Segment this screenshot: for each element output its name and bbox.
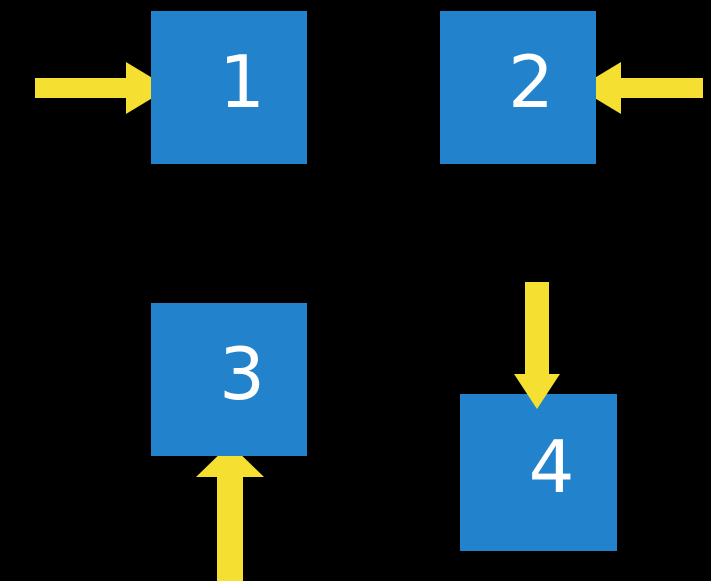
arrow-left-icon [578,62,703,114]
node-box-3[interactable]: 3 [151,303,307,456]
node-label-1: 1 [219,39,265,124]
node-label-3: 3 [219,331,265,416]
node-box-1[interactable]: 1 [151,11,307,164]
node-box-4[interactable]: 4 [460,394,617,551]
arrow-into-node-1[interactable] [35,62,169,114]
arrow-right-icon [35,62,169,114]
arrow-into-node-3[interactable] [196,444,264,581]
node-label-4: 4 [528,424,575,509]
node-label-2: 2 [508,39,554,124]
arrow-into-node-4[interactable] [514,282,560,409]
arrow-up-icon [196,444,264,581]
arrow-down-icon [514,282,560,409]
node-box-2[interactable]: 2 [440,11,596,164]
arrow-into-node-2[interactable] [578,62,703,114]
